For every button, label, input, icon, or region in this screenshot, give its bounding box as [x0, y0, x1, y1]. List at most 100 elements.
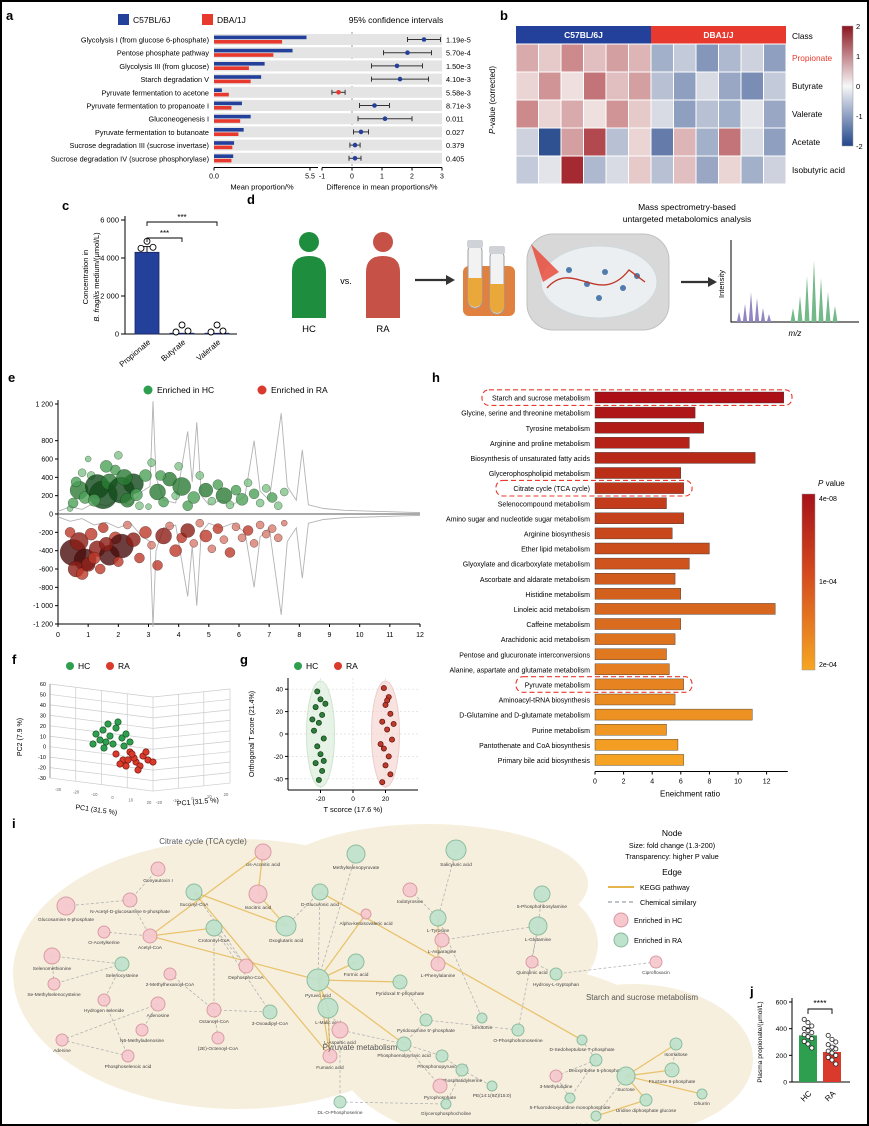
ytick: -800 — [39, 585, 53, 592]
hc-person-icon-body — [292, 256, 326, 318]
laser-beam — [531, 244, 559, 282]
metabolite-label: L-Phenylalanine — [421, 973, 456, 979]
dot-ra — [128, 750, 136, 758]
edge-chemical — [399, 981, 427, 1021]
metabolite-label: (2E)-Octenoyl-CoA — [198, 1046, 239, 1052]
bar-c57 — [214, 35, 307, 40]
tube-cap — [489, 246, 505, 254]
highlight-box — [495, 479, 693, 497]
metabolite-node — [317, 997, 339, 1019]
edge-chemical — [339, 1029, 405, 1045]
bar — [594, 754, 684, 766]
dot-hc — [96, 736, 104, 744]
bubble-ra — [219, 535, 229, 544]
ci-title: 95% confidence intervals — [349, 15, 444, 25]
dot-hc — [311, 727, 317, 734]
bar — [594, 437, 690, 449]
bar-dba — [214, 119, 241, 123]
bar-dba — [214, 66, 249, 70]
data-dot — [805, 1034, 811, 1040]
text-label: 1 — [380, 174, 384, 181]
heatmap-cell — [583, 71, 607, 101]
legend-c57: C57BL/6J — [133, 15, 170, 25]
category-label: HC — [799, 1089, 814, 1104]
metabolite-label: Oxoglutaric acid — [269, 938, 304, 944]
dot-ra — [380, 685, 387, 692]
pathway-label: Arginine and proline metabolism — [490, 441, 590, 448]
data-dot — [829, 1044, 835, 1050]
colorbar-tick: 2 — [856, 22, 860, 31]
bar — [594, 663, 670, 675]
dot-hc — [322, 700, 329, 707]
metabolite-node — [248, 884, 268, 904]
edge-chemical — [61, 1039, 129, 1057]
metabolite-label: Ciprofloxacin — [642, 970, 670, 976]
metabolite-label: Phosphoenolpyruvic acid — [377, 1053, 431, 1059]
ylabel-1: Concentration in — [81, 250, 90, 305]
ra-person-icon-head — [373, 232, 393, 252]
edge-kegg — [625, 1043, 677, 1077]
xtick: 0 — [351, 796, 355, 803]
xtick-right: 20 — [224, 792, 229, 797]
ytick: 50 — [40, 692, 46, 698]
ytick: 200 — [776, 1053, 788, 1060]
metabolite-node — [476, 1012, 488, 1024]
bubble-ra — [249, 539, 259, 548]
ytick: 200 — [41, 493, 53, 500]
legend-ra-node — [613, 932, 629, 948]
metabolite-node — [589, 1053, 603, 1067]
bar — [594, 527, 673, 540]
legend-hc: HC — [306, 661, 318, 671]
pvalue-tick: 4e-08 — [819, 496, 837, 503]
metabolite-node — [121, 1049, 135, 1063]
ytick: 0 — [783, 1080, 787, 1087]
heatmap-cell — [740, 155, 764, 185]
pathway-label: Caffeine metabolism — [526, 622, 590, 629]
bar-c57 — [214, 154, 234, 158]
ion-dot — [596, 295, 602, 301]
spectrum-peak-purple — [748, 292, 754, 322]
data-dot — [801, 1038, 807, 1044]
edge-chemical — [213, 927, 247, 967]
bar — [594, 467, 682, 479]
spectrum-peak-purple — [754, 298, 760, 322]
heatmap-cell — [673, 71, 697, 101]
metabolite-label: Phosphonopyruvic acid — [417, 1064, 467, 1070]
metabolite-node — [346, 844, 366, 864]
pvalue-colorbar — [801, 493, 816, 671]
legend-chem: Chemical similary — [640, 898, 697, 907]
panel-d-letter: d — [247, 192, 255, 207]
spectrum-peak-green — [818, 278, 824, 322]
edge-chemical — [425, 1019, 519, 1031]
heatmap-cell — [628, 43, 652, 73]
ytick: 1 200 — [35, 402, 53, 409]
bubble-hc — [87, 494, 101, 507]
ytick: 6 000 — [100, 216, 119, 225]
metabolite-node — [590, 1110, 602, 1122]
heatmap-cell — [740, 99, 764, 129]
data-dot — [825, 1048, 831, 1054]
dot-hc — [319, 768, 326, 774]
spectrum-peak-purple — [760, 308, 766, 322]
metabolite-node — [47, 977, 61, 991]
ra-ellipse — [371, 680, 400, 788]
pathway-label: Aminoacyl-tRNA biosynthesis — [499, 698, 591, 705]
dot-hc — [106, 732, 114, 740]
edge-chemical — [327, 1007, 331, 1057]
dot-hc — [102, 738, 110, 746]
pathway-label: Glycerophospholipid metabolism — [489, 471, 590, 478]
edge-kegg — [625, 1075, 703, 1095]
metabolite-label: O-Phosphohomoserine — [493, 1038, 543, 1044]
dot-hc — [122, 730, 130, 738]
ytick: 4 000 — [100, 254, 119, 263]
bar-c57 — [214, 101, 242, 106]
dot-hc — [315, 719, 322, 726]
bar-dba — [214, 40, 283, 44]
pathway-label: Arachidonic acid metabolism — [501, 637, 590, 644]
ci-dot — [397, 76, 403, 82]
bar-c57 — [214, 128, 244, 132]
heatmap-cell — [628, 99, 652, 129]
metabolite-label: DL-O-Phosphoserine — [317, 1110, 362, 1116]
